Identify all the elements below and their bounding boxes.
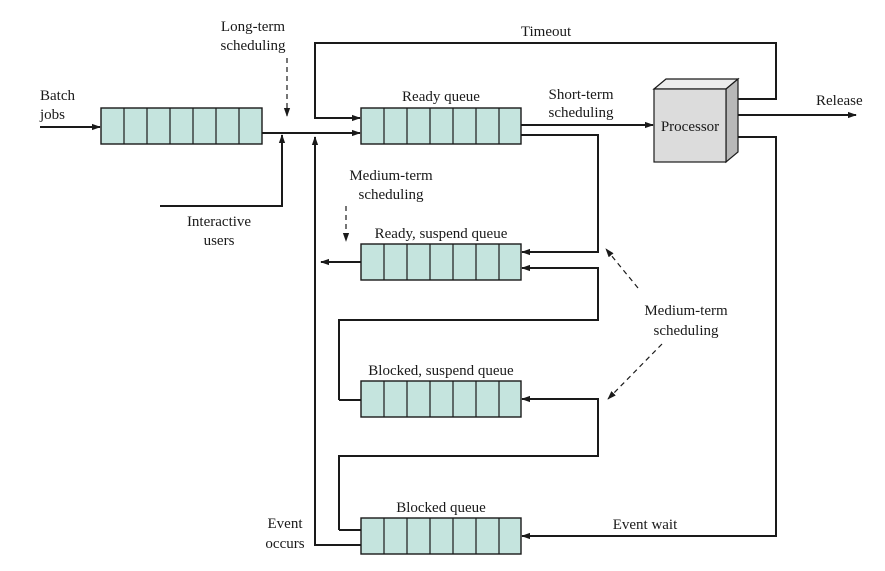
blocked-to-blocked-suspend-arrow xyxy=(338,395,599,530)
long-term-label-line2: scheduling xyxy=(221,38,286,54)
event-wait-arrow xyxy=(521,136,777,540)
short-term-label-line2: scheduling xyxy=(549,105,614,121)
timeout-loop-arrow xyxy=(314,42,777,122)
batch-queue xyxy=(100,107,263,145)
ready-suspend-queue-label: Ready, suspend queue xyxy=(375,226,508,242)
medium-term-right-label-line1: Medium-term xyxy=(644,303,728,319)
release-label: Release xyxy=(816,93,863,109)
batch-jobs-label-line1: Batch xyxy=(40,88,75,104)
interactive-users-label-line1: Interactive xyxy=(187,214,251,230)
interactive-users-label-line2: users xyxy=(204,233,235,249)
event-wait-label: Event wait xyxy=(613,517,678,533)
blocked-queue-label: Blocked queue xyxy=(396,500,486,516)
interactive-users-arrow xyxy=(160,134,286,207)
ready-to-ready-suspend-arrow xyxy=(521,134,599,256)
medium-term-lower-dashed-arrow xyxy=(607,343,663,400)
timeout-label: Timeout xyxy=(521,24,572,40)
long-term-label-line1: Long-term xyxy=(221,19,285,35)
short-term-label-line1: Short-term xyxy=(549,87,614,103)
medium-term-right-label-line2: scheduling xyxy=(654,323,719,339)
medium-term-top-label-line1: Medium-term xyxy=(349,168,433,184)
event-occurs-label-line1: Event xyxy=(268,516,304,532)
processor-box xyxy=(652,77,740,164)
event-occurs-arrow xyxy=(311,136,361,546)
blocked-suspend-queue xyxy=(360,380,522,418)
ready-queue xyxy=(360,107,522,145)
processor-label: Processor xyxy=(661,119,719,135)
ready-queue-label: Ready queue xyxy=(402,89,480,105)
blocked-suspend-to-ready-suspend-arrow xyxy=(338,264,599,400)
event-occurs-label-line2: occurs xyxy=(265,536,304,552)
medium-term-top-label-line2: scheduling xyxy=(359,187,424,203)
ready-suspend-queue xyxy=(360,243,522,281)
blocked-suspend-queue-label: Blocked, suspend queue xyxy=(368,363,514,379)
medium-term-upper-dashed-arrow xyxy=(605,248,639,289)
batch-jobs-label-line2: jobs xyxy=(39,107,65,123)
blocked-queue xyxy=(360,517,522,555)
